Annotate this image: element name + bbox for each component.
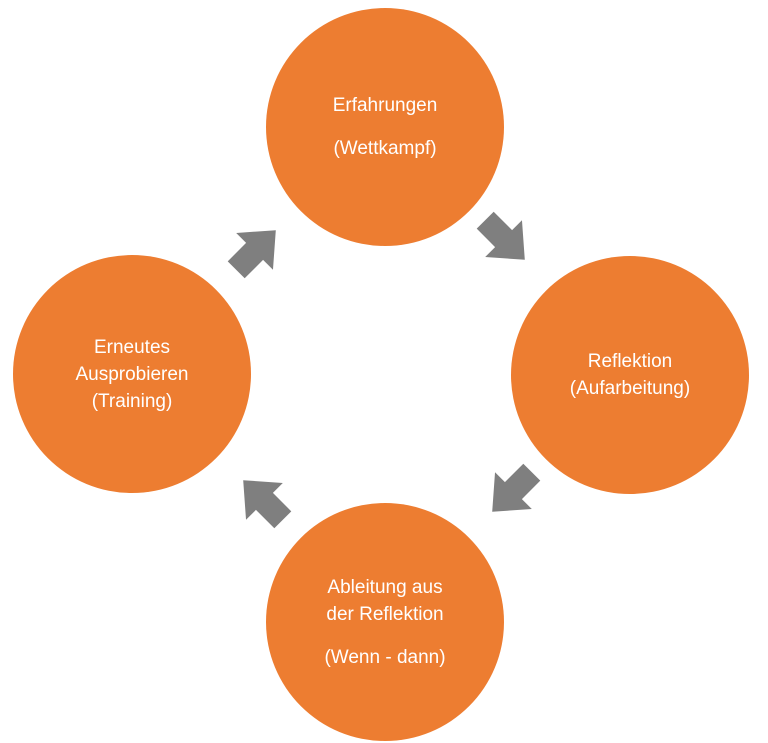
node-reflektion-subtitle: (Aufarbeitung) bbox=[569, 378, 691, 399]
node-erneutes-line2: Ausprobieren bbox=[75, 363, 189, 385]
node-ableitung: Ableitung aus der Reflektion (Wenn - dan… bbox=[266, 503, 504, 741]
arrow-top-to-right-icon bbox=[465, 200, 545, 280]
node-ableitung-line1: Ableitung aus bbox=[327, 576, 443, 598]
arrow-left-to-top-icon bbox=[216, 210, 296, 290]
node-ableitung-line3: (Wenn - dann) bbox=[324, 646, 446, 668]
node-reflektion-title: Reflektion bbox=[587, 351, 673, 372]
node-erfahrungen-subtitle: (Wettkampf) bbox=[333, 138, 437, 159]
node-erneutes-line3: (Training) bbox=[91, 390, 173, 412]
node-erfahrungen: Erfahrungen (Wettkampf) bbox=[266, 8, 504, 246]
node-erneutes-ausprobieren: Erneutes Ausprobieren (Training) bbox=[13, 255, 251, 493]
node-reflektion: Reflektion (Aufarbeitung) bbox=[511, 256, 749, 494]
arrow-right-to-bottom-icon bbox=[472, 452, 552, 532]
node-erfahrungen-title: Erfahrungen bbox=[332, 95, 438, 116]
node-erneutes-line1: Erneutes bbox=[93, 336, 171, 358]
node-ableitung-line2: der Reflektion bbox=[326, 603, 444, 625]
arrow-bottom-to-left-icon bbox=[223, 460, 303, 540]
